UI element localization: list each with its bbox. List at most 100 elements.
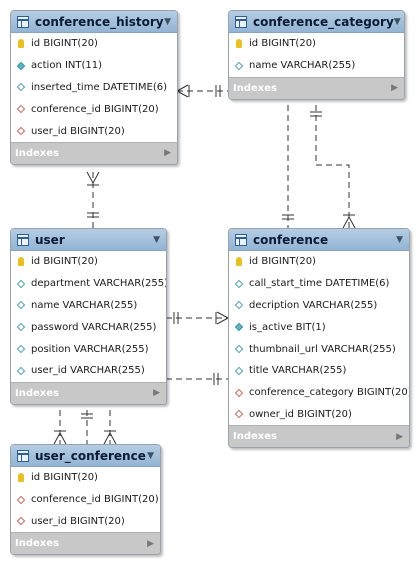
table-title: conference_category — [253, 14, 394, 29]
column-row[interactable]: conference_category BIGINT(20) — [229, 382, 409, 404]
column-row[interactable]: id BIGINT(20) — [11, 251, 166, 273]
primary-key-icon — [15, 257, 27, 267]
relationship-user-userconference-c — [103, 410, 117, 445]
column-name: name — [31, 299, 60, 311]
table-header[interactable]: conference ▼ — [229, 229, 409, 251]
column-type: BIT(1) — [295, 321, 326, 333]
indexes-bar[interactable]: Indexes ▶ — [229, 425, 409, 448]
column-icon — [233, 301, 245, 310]
column-row[interactable]: id BIGINT(20) — [11, 33, 177, 55]
column-name: id — [31, 256, 41, 268]
column-type: BIGINT(20) — [43, 38, 98, 50]
column-row[interactable]: id BIGINT(20) — [229, 33, 404, 55]
column-type: BIGINT(20) — [357, 387, 410, 399]
table-icon — [17, 15, 29, 28]
indexes-bar[interactable]: Indexes ▶ — [11, 381, 166, 404]
column-row[interactable]: name VARCHAR(255) — [229, 55, 404, 77]
column-row[interactable]: conference_id BIGINT(20) — [11, 489, 160, 511]
relationship-user-conference-owner — [166, 311, 229, 325]
table-header[interactable]: user_conference ▼ — [11, 445, 160, 467]
conference-history-table[interactable]: conference_history ▼ id BIGINT(20) actio… — [10, 10, 178, 165]
table-title: conference — [253, 232, 329, 247]
column-name: action — [31, 60, 62, 72]
column-type: VARCHAR(255) — [321, 343, 396, 355]
expand-arrow-icon[interactable]: ▶ — [153, 388, 160, 399]
column-row[interactable]: position VARCHAR(255) — [11, 338, 166, 360]
column-name: user_id — [31, 125, 67, 137]
column-name: password — [31, 321, 79, 333]
table-icon — [17, 233, 29, 246]
column-icon — [233, 279, 245, 288]
column-name: id — [31, 38, 41, 50]
column-type: VARCHAR(255) — [62, 299, 138, 311]
column-row[interactable]: decription VARCHAR(255) — [229, 295, 409, 317]
column-row[interactable]: user_id BIGINT(20) — [11, 120, 177, 142]
column-name: owner_id — [249, 408, 295, 420]
expand-arrow-icon[interactable]: ▶ — [147, 538, 154, 549]
user-table[interactable]: user ▼ id BIGINT(20) department VARCHAR(… — [10, 228, 167, 405]
chevron-down-icon[interactable]: ▼ — [164, 16, 171, 27]
column-row[interactable]: inserted_time DATETIME(6) — [11, 77, 177, 99]
column-row[interactable]: owner_id BIGINT(20) — [229, 404, 409, 426]
column-row[interactable]: password VARCHAR(255) — [11, 316, 166, 338]
conference-category-table[interactable]: conference_category ▼ id BIGINT(20) name… — [228, 10, 405, 100]
expand-arrow-icon[interactable]: ▶ — [164, 148, 171, 159]
conference-table[interactable]: conference ▼ id BIGINT(20) call_start_ti… — [228, 228, 410, 449]
column-row[interactable]: id BIGINT(20) — [11, 467, 160, 489]
table-icon — [235, 15, 247, 28]
column-row[interactable]: call_start_time DATETIME(6) — [229, 273, 409, 295]
user-conference-table[interactable]: user_conference ▼ id BIGINT(20) conferen… — [10, 444, 161, 556]
column-row[interactable]: title VARCHAR(255) — [229, 360, 409, 382]
relationship-user-conference-2 — [166, 373, 228, 385]
foreign-key-icon — [15, 126, 27, 136]
relationship-category-conference-a — [282, 105, 294, 228]
column-row[interactable]: conference_id BIGINT(20) — [11, 98, 177, 120]
indexes-bar[interactable]: Indexes ▶ — [11, 141, 177, 164]
column-row[interactable]: action INT(11) — [11, 55, 177, 77]
column-type: VARCHAR(255) — [93, 278, 167, 290]
column-icon — [15, 344, 27, 354]
column-row[interactable]: name VARCHAR(255) — [11, 295, 166, 317]
column-icon — [15, 323, 27, 332]
column-type: BIGINT(20) — [103, 103, 159, 115]
chevron-down-icon[interactable]: ▼ — [147, 450, 154, 461]
column-name: id — [31, 472, 41, 484]
column-row[interactable]: is_active BIT(1) — [229, 316, 409, 338]
column-type: BIGINT(20) — [43, 256, 98, 268]
column-row[interactable]: department VARCHAR(255) — [11, 273, 166, 295]
chevron-down-icon[interactable]: ▼ — [396, 234, 403, 245]
expand-arrow-icon[interactable]: ▶ — [396, 431, 403, 442]
chevron-down-icon[interactable]: ▼ — [153, 234, 160, 245]
table-header[interactable]: conference_history ▼ — [11, 11, 177, 33]
relationship-user-userconference-b — [53, 410, 67, 445]
table-title: conference_history — [35, 14, 164, 29]
column-icon — [233, 344, 245, 354]
column-name: call_start_time — [249, 278, 323, 290]
column-type: BIGINT(20) — [70, 125, 125, 137]
table-icon — [235, 233, 247, 246]
primary-key-icon — [15, 39, 27, 49]
column-type: DATETIME(6) — [102, 81, 167, 93]
column-name: name — [249, 60, 278, 72]
indexes-bar[interactable]: Indexes ▶ — [11, 532, 160, 555]
foreign-key-icon — [233, 410, 245, 419]
column-name: conference_id — [31, 494, 101, 506]
column-type: BIGINT(20) — [70, 515, 125, 527]
column-name: department — [31, 278, 91, 290]
indexes-label: Indexes — [233, 82, 277, 94]
column-row[interactable]: id BIGINT(20) — [229, 251, 409, 273]
column-name: position — [31, 343, 71, 355]
chevron-down-icon[interactable]: ▼ — [393, 16, 401, 27]
table-header[interactable]: conference_category ▼ — [229, 11, 404, 33]
column-row[interactable]: user_id VARCHAR(255) — [11, 360, 166, 382]
column-type: VARCHAR(255) — [280, 60, 356, 72]
primary-key-icon — [15, 473, 27, 483]
table-header[interactable]: user ▼ — [11, 229, 166, 251]
column-row[interactable]: thumbnail_url VARCHAR(255) — [229, 338, 409, 360]
indexes-bar[interactable]: Indexes ▶ — [229, 76, 404, 99]
expand-arrow-icon[interactable]: ▶ — [391, 83, 398, 94]
column-row[interactable]: user_id BIGINT(20) — [11, 511, 160, 533]
column-name: is_active — [249, 321, 293, 333]
column-type: BIGINT(20) — [261, 256, 316, 268]
column-type: INT(11) — [64, 60, 103, 72]
